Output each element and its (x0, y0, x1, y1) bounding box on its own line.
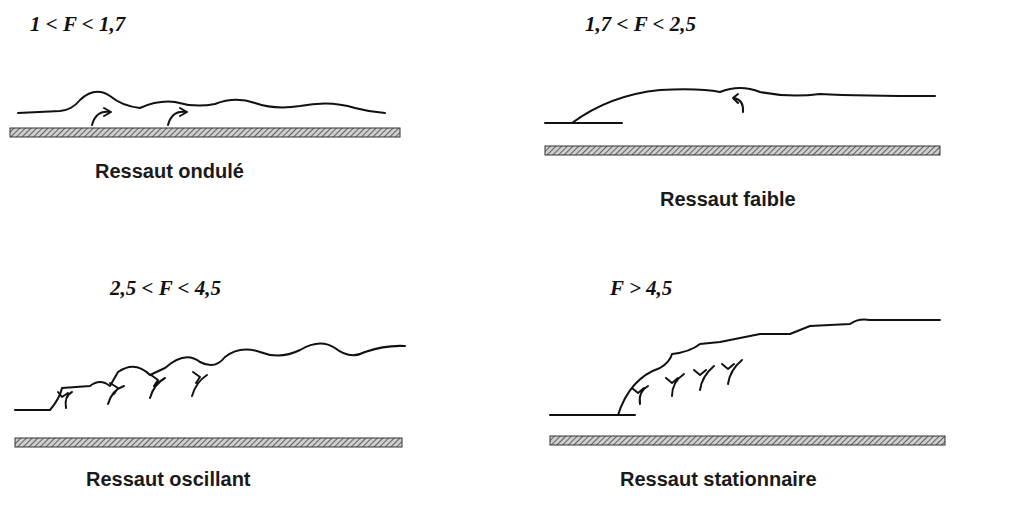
channel-bed (10, 128, 400, 137)
froude-range: F > 4,5 (610, 276, 672, 301)
water-surface (545, 122, 622, 124)
arrow-head (733, 94, 738, 103)
vortex-arrow (722, 360, 742, 384)
channel-bed (545, 146, 940, 155)
channel-bed (550, 436, 945, 445)
vortex-arrow (192, 372, 207, 396)
froude-range: 1,7 < F < 2,5 (585, 12, 696, 37)
arrow-head (104, 108, 111, 116)
jump-type-label: Ressaut faible (660, 188, 796, 211)
vortex-arrow (108, 383, 124, 404)
water-surface (572, 88, 935, 123)
channel-bed (15, 438, 402, 447)
vortex-arrow (150, 375, 165, 398)
vortex-arrow (666, 374, 684, 396)
jump-type-label: Ressaut ondulé (95, 160, 244, 183)
froude-range: 1 < F < 1,7 (30, 12, 125, 37)
jump-type-label: Ressaut stationnaire (620, 468, 817, 491)
froude-range: 2,5 < F < 4,5 (110, 276, 221, 301)
vortex-arrow (694, 366, 714, 390)
water-surface (15, 343, 405, 410)
water-surface (618, 320, 940, 416)
jump-type-label: Ressaut oscillant (86, 468, 251, 491)
vortex-arrow (58, 392, 72, 408)
arrow-head (180, 108, 187, 116)
water-surface (18, 92, 385, 113)
water-surface (550, 414, 635, 416)
vortex-arrow (632, 386, 648, 404)
